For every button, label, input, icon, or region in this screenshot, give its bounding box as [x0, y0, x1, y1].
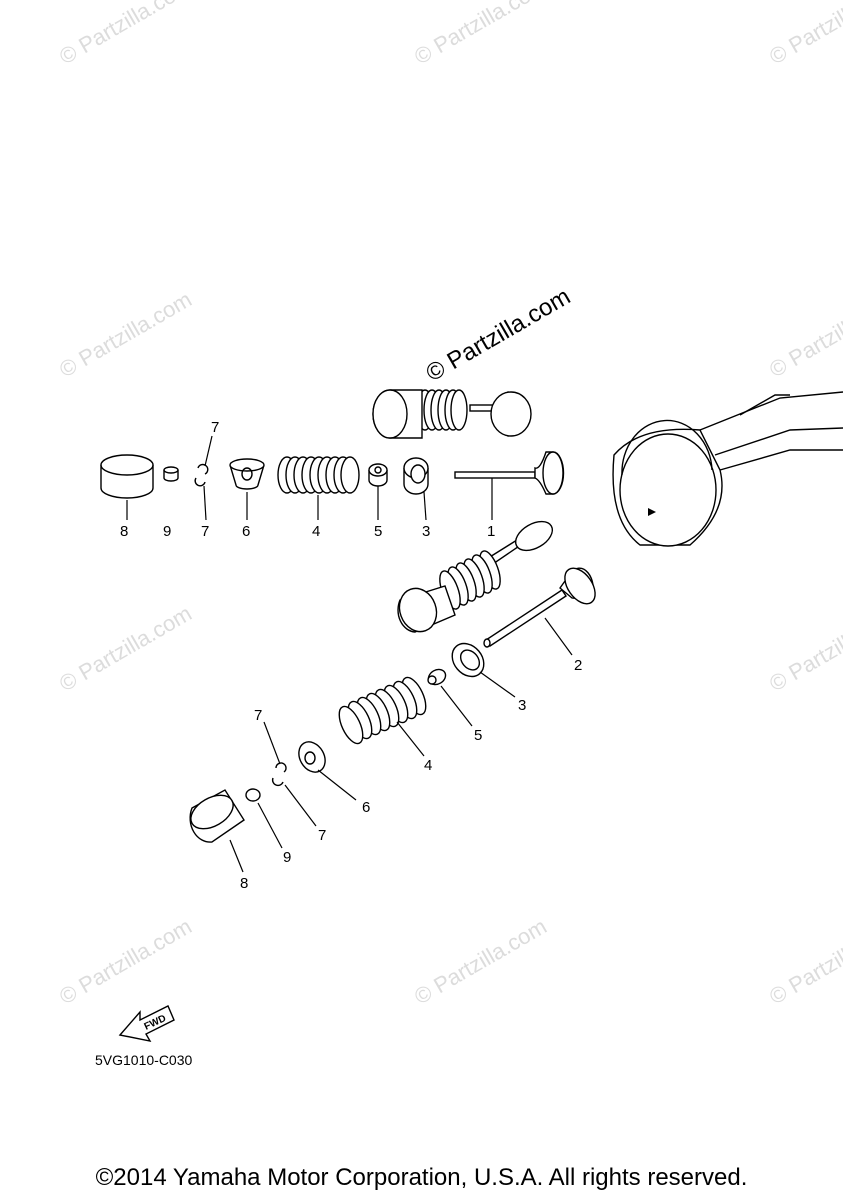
callout-label: 8 — [120, 523, 128, 540]
valve-lifter-part-lower — [189, 789, 245, 843]
callout-label: 1 — [487, 523, 495, 540]
piston-reference — [612, 391, 843, 547]
adjusting-pad-part-lower — [245, 788, 261, 802]
callout-label: 7 — [318, 827, 326, 844]
fwd-arrow-icon: FWD — [118, 1005, 175, 1042]
callout-label: 3 — [422, 523, 430, 540]
assembled-valve-lower — [397, 520, 554, 633]
watermark: © Partzilla.com — [55, 0, 196, 69]
adjusting-pad-part — [163, 466, 179, 482]
callout-label: 6 — [362, 799, 370, 816]
watermark: © Partzilla.com — [410, 914, 551, 1010]
callout-label: 5 — [374, 523, 382, 540]
watermark: © Partzilla.com — [765, 287, 843, 383]
callout-label: 9 — [163, 523, 171, 540]
watermark: © Partzilla.com — [765, 0, 843, 69]
watermark: © Partzilla.com — [55, 914, 196, 1010]
callout-label: 3 — [518, 697, 526, 714]
valve-cotter-part — [194, 463, 209, 487]
guide-seal-part-lower — [427, 668, 447, 686]
diagram-code: 5VG1010-C030 — [95, 1052, 193, 1068]
intake-valve-part — [454, 451, 565, 495]
callout-label: 6 — [242, 523, 250, 540]
valve-spring-part — [277, 456, 360, 494]
spring-retainer-part-lower — [298, 741, 326, 773]
callout-label: 4 — [424, 757, 432, 774]
callout-label: 5 — [474, 727, 482, 744]
callout-label: 9 — [283, 849, 291, 866]
valve-lifter-part — [100, 454, 154, 499]
stem-seal-part-lower — [451, 642, 485, 678]
guide-seal-part — [368, 463, 388, 487]
watermarks: © Partzilla.com © Partzilla.com © Partzi… — [55, 0, 843, 1009]
callout-label: 7 — [254, 707, 262, 724]
callout-label: 2 — [574, 657, 582, 674]
callout-label: 7 — [211, 419, 219, 436]
stem-seal-part — [403, 457, 429, 495]
callouts: 8 9 7 7 6 4 5 3 1 2 3 5 4 7 7 6 9 8 — [120, 419, 582, 892]
leader-lines — [126, 435, 573, 873]
watermark: © Partzilla.com — [410, 0, 551, 69]
callout-label: 7 — [201, 523, 209, 540]
exhaust-valve-part — [483, 567, 596, 648]
watermark: © Partzilla.com — [765, 914, 843, 1010]
valve-cotter-part-lower — [271, 762, 287, 787]
spring-retainer-part — [229, 458, 265, 490]
watermark-main: © Partzilla.com — [422, 283, 576, 387]
callout-label: 4 — [312, 523, 320, 540]
assembled-valve-top — [372, 389, 532, 439]
copyright-notice: ©2014 Yamaha Motor Corporation, U.S.A. A… — [95, 1164, 748, 1191]
callout-label: 8 — [240, 875, 248, 892]
watermark: © Partzilla.com — [55, 287, 196, 383]
watermark: © Partzilla.com — [765, 601, 843, 697]
watermark: © Partzilla.com — [55, 601, 196, 697]
valve-spring-part-lower — [338, 676, 427, 745]
